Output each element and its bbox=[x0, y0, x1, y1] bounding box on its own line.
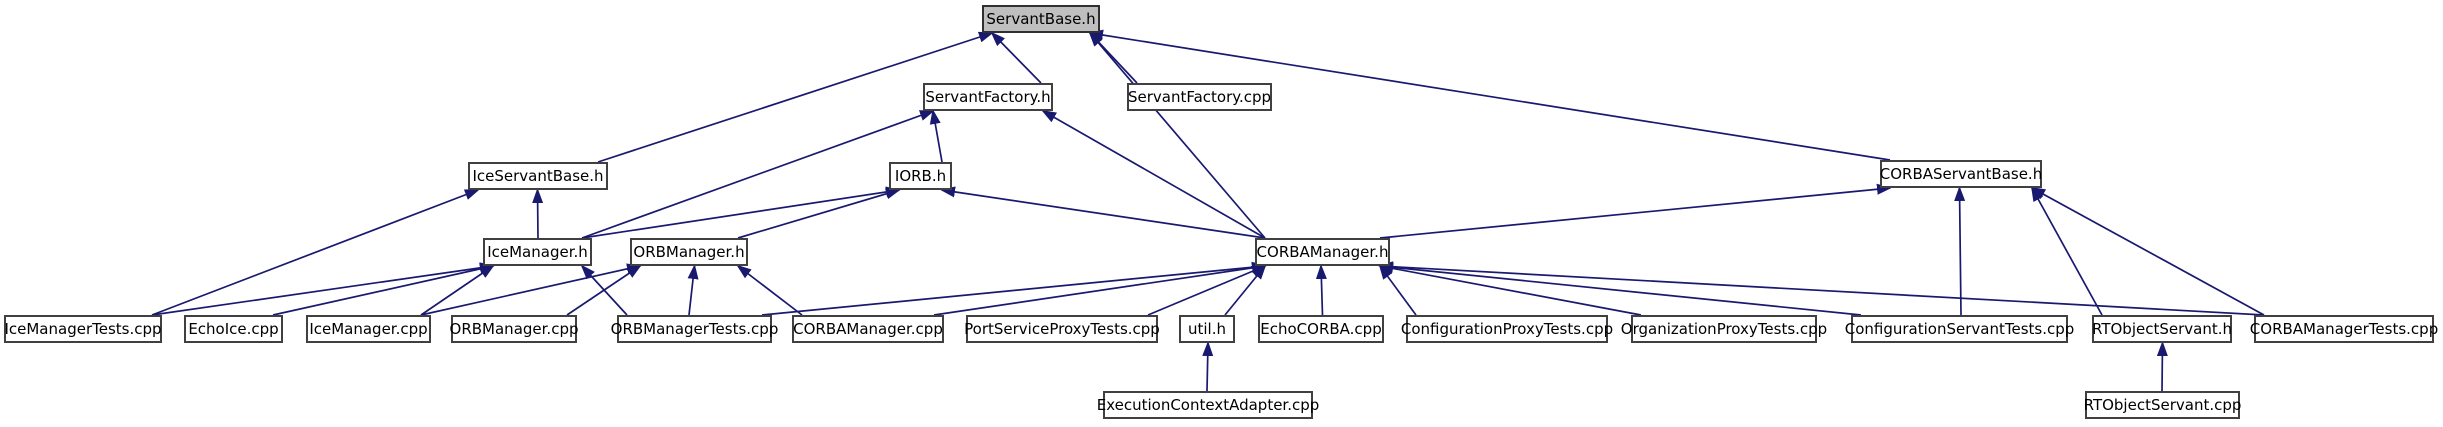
graph-node-EchoIce_cpp[interactable]: EchoIce.cpp bbox=[184, 315, 283, 343]
edge-IceManager_h-to-IORB_h bbox=[581, 186, 901, 239]
graph-node-ORBManager_h[interactable]: ORBManager.h bbox=[630, 238, 748, 266]
edge-CORBAManager_cpp-to-ORBManager_h bbox=[736, 264, 803, 316]
edge-ORBManager_cpp-to-ORBManager_h bbox=[566, 264, 642, 316]
edge-CORBAManager_h-to-ServantFactory_h bbox=[1041, 110, 1266, 239]
edge-CORBAServantBase_h-to-ServantBase_h bbox=[1088, 29, 1891, 161]
edge-ORBManagerTests_cpp-to-ORBManager_h bbox=[687, 264, 699, 316]
edge-CORBAManager_h-to-ServantBase_h bbox=[1088, 31, 1266, 239]
graph-node-OrganizationProxyTests_cpp[interactable]: OrganizationProxyTests.cpp bbox=[1621, 315, 1827, 343]
graph-node-IceManagerTests_cpp[interactable]: IceManagerTests.cpp bbox=[4, 315, 162, 343]
graph-node-ServantFactory_h[interactable]: ServantFactory.h bbox=[923, 83, 1053, 111]
edge-RTObjectServant_h-to-CORBAServantBase_h bbox=[2031, 186, 2103, 316]
edge-IceManager_h-to-IceServantBase_h bbox=[532, 188, 544, 239]
graph-node-IceManager_h[interactable]: IceManager.h bbox=[483, 238, 592, 266]
edge-ServantFactory_h-to-ServantBase_h bbox=[990, 31, 1042, 84]
graph-node-CORBAManager_h[interactable]: CORBAManager.h bbox=[1255, 238, 1390, 266]
edge-CORBAManager_cpp-to-CORBAManager_h bbox=[933, 262, 1267, 316]
graph-node-ConfigurationServantTests_cpp[interactable]: ConfigurationServantTests.cpp bbox=[1845, 315, 2074, 343]
graph-node-RTObjectServant_h[interactable]: RTObjectServant.h bbox=[2092, 315, 2232, 343]
edge-OrganizationProxyTests_cpp-to-CORBAManager_h bbox=[1378, 262, 1642, 316]
edge-EchoIce_cpp-to-IceManager_h bbox=[272, 263, 495, 316]
edge-util_h-to-CORBAManager_h bbox=[1224, 264, 1267, 316]
graph-node-IORB_h[interactable]: IORB.h bbox=[889, 162, 952, 190]
edge-PortServiceProxyTests_cpp-to-CORBAManager_h bbox=[1147, 265, 1267, 316]
graph-node-util_h[interactable]: util.h bbox=[1179, 315, 1235, 343]
graph-node-PortServiceProxyTests_cpp[interactable]: PortServiceProxyTests.cpp bbox=[964, 315, 1160, 343]
edge-IceManager_h-to-ServantFactory_h bbox=[581, 110, 935, 239]
edge-ORBManager_h-to-IORB_h bbox=[737, 188, 901, 239]
graph-node-ORBManager_cpp[interactable]: ORBManager.cpp bbox=[450, 315, 578, 343]
graph-node-ExecutionContextAdapter_cpp[interactable]: ExecutionContextAdapter.cpp bbox=[1097, 391, 1319, 419]
graph-node-IceServantBase_h[interactable]: IceServantBase.h bbox=[468, 162, 608, 190]
edge-CORBAManager_h-to-IORB_h bbox=[940, 186, 1266, 239]
edge-IceManager_cpp-to-ORBManager_h bbox=[420, 263, 642, 316]
edge-ORBManagerTests_cpp-to-CORBAManager_h bbox=[761, 261, 1267, 316]
edge-ConfigurationServantTests_cpp-to-CORBAServantBase_h bbox=[1954, 186, 1966, 316]
edge-IceManagerTests_cpp-to-IceManager_h bbox=[151, 262, 495, 316]
graph-node-CORBAManagerTests_cpp[interactable]: CORBAManagerTests.cpp bbox=[2250, 315, 2438, 343]
graph-node-ServantFactory_cpp[interactable]: ServantFactory.cpp bbox=[1127, 83, 1272, 111]
edge-EchoCORBA_cpp-to-CORBAManager_h bbox=[1315, 264, 1327, 316]
graph-node-ConfigurationProxyTests_cpp[interactable]: ConfigurationProxyTests.cpp bbox=[1401, 315, 1613, 343]
edge-RTObjectServant_cpp-to-RTObjectServant_h bbox=[2156, 341, 2168, 392]
edge-CORBAManagerTests_cpp-to-CORBAServantBase_h bbox=[2030, 187, 2265, 316]
graph-node-IceManager_cpp[interactable]: IceManager.cpp bbox=[306, 315, 431, 343]
edge-CORBAManager_h-to-CORBAServantBase_h bbox=[1379, 183, 1892, 239]
edge-ConfigurationServantTests_cpp-to-CORBAManager_h bbox=[1378, 261, 1862, 316]
graph-node-ServantBase_h[interactable]: ServantBase.h bbox=[982, 5, 1100, 33]
edge-CORBAManagerTests_cpp-to-CORBAManager_h bbox=[1378, 261, 2265, 316]
edge-IceManagerTests_cpp-to-IceServantBase_h bbox=[151, 189, 480, 316]
edge-IceServantBase_h-to-ServantBase_h bbox=[597, 31, 994, 163]
edge-ExecutionContextAdapter_cpp-to-util_h bbox=[1202, 341, 1214, 392]
edge-ConfigurationProxyTests_cpp-to-CORBAManager_h bbox=[1378, 264, 1417, 316]
graph-node-EchoCORBA_cpp[interactable]: EchoCORBA.cpp bbox=[1258, 315, 1384, 343]
graph-node-CORBAManager_cpp[interactable]: CORBAManager.cpp bbox=[792, 315, 944, 343]
graph-node-RTObjectServant_cpp[interactable]: RTObjectServant.cpp bbox=[2084, 391, 2241, 419]
graph-node-ORBManagerTests_cpp[interactable]: ORBManagerTests.cpp bbox=[611, 315, 778, 343]
edge-IceManager_cpp-to-IceManager_h bbox=[420, 264, 495, 316]
edge-IORB_h-to-ServantFactory_h bbox=[929, 109, 943, 163]
graph-node-CORBAServantBase_h[interactable]: CORBAServantBase.h bbox=[1880, 160, 2042, 188]
